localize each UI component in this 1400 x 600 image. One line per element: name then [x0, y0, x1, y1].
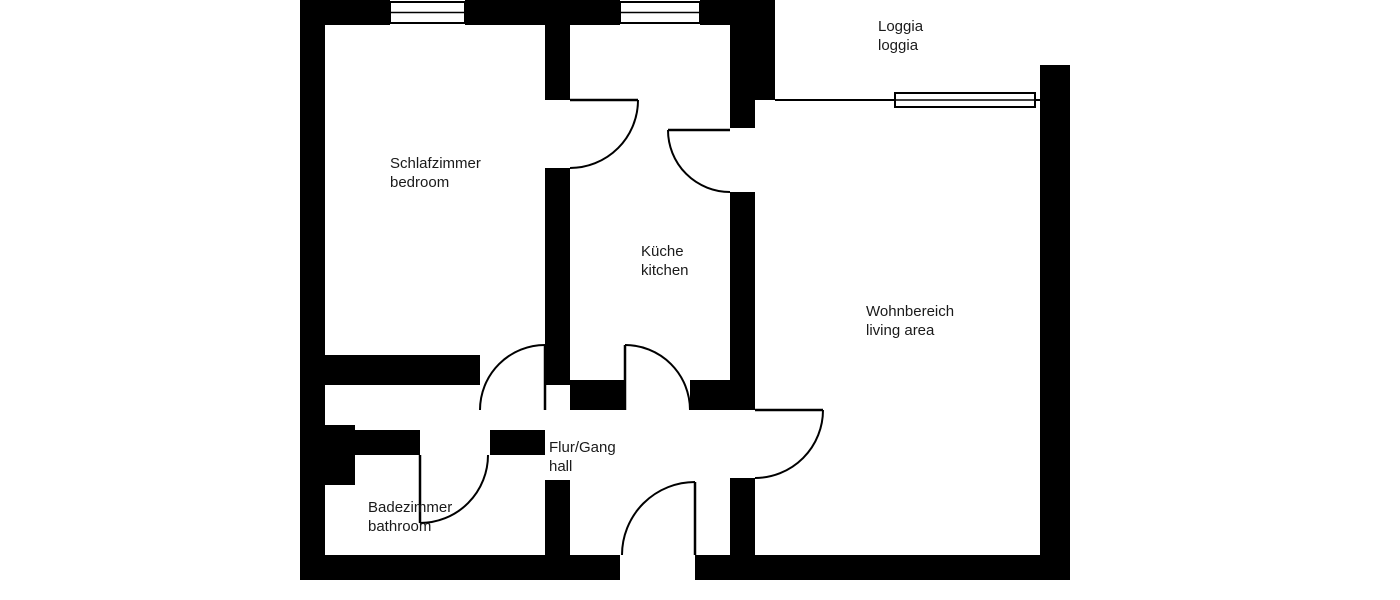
doors	[418, 98, 824, 556]
room-label-bathroom-de: Badezimmer	[368, 499, 453, 516]
top-wall-segment-2	[465, 0, 620, 25]
room-label-loggia-en: loggia	[878, 37, 919, 54]
left-outer-wall	[300, 0, 325, 580]
left-wall-protrusion	[325, 425, 355, 485]
bedroom-kitchen-wall-upper	[545, 25, 570, 100]
bedroom-kitchen-wall-lower	[545, 168, 570, 385]
living-door-arc	[754, 409, 824, 479]
room-label-kitchen: Küche kitchen	[641, 242, 689, 280]
room-label-living-area: Wohnbereich living area	[866, 302, 954, 340]
room-label-bedroom: Schlafzimmer bedroom	[390, 154, 481, 192]
room-label-bedroom-en: bedroom	[390, 174, 450, 191]
room-label-loggia-de: Loggia	[878, 18, 924, 35]
top-wall-segment-3	[700, 0, 755, 25]
right-outer-wall	[1040, 65, 1070, 580]
room-label-living-area-de: Wohnbereich	[866, 303, 955, 320]
bottom-wall-segment-2	[695, 555, 1070, 580]
kitchen-door-arc	[667, 129, 731, 193]
room-label-bedroom-de: Schlafzimmer	[390, 155, 481, 172]
kitchen-living-wall-middle	[730, 192, 755, 410]
bathroom-hall-divider-wall	[545, 480, 570, 555]
bathroom-door-arc	[419, 454, 489, 524]
bedroom-door-arc	[569, 99, 639, 169]
room-label-hall: Flur/Gang hall	[549, 438, 616, 476]
hall-top-wall-segment-1	[570, 380, 625, 410]
bedroom-bottom-wall	[300, 355, 480, 385]
bathroom-top-wall-segment-2	[490, 430, 545, 455]
kitchen-living-wall-upper	[730, 25, 755, 128]
hall-kitchen-door-arc	[624, 344, 691, 411]
windows	[389, 1, 1040, 108]
room-label-hall-de: Flur/Gang	[549, 439, 616, 456]
room-label-hall-en: hall	[549, 458, 573, 475]
entrance-door-arc	[621, 481, 696, 556]
bathroom-top-wall-segment-1	[355, 430, 420, 455]
walls	[300, 0, 1070, 580]
bottom-wall-segment-1	[300, 555, 620, 580]
room-label-kitchen-de: Küche	[641, 243, 684, 260]
kitchen-living-wall-lower	[730, 478, 755, 555]
room-label-bathroom-en: bathroom	[368, 518, 432, 535]
hall-bedroom-door-arc	[479, 344, 546, 411]
room-label-kitchen-en: kitchen	[641, 262, 689, 279]
loggia-divider-wall	[755, 0, 775, 100]
room-label-bathroom: Badezimmer bathroom	[368, 498, 452, 536]
hall-top-wall-segment-2	[690, 380, 730, 410]
top-wall-segment-1	[300, 0, 390, 25]
room-label-living-area-en: living area	[866, 322, 935, 339]
room-label-loggia: Loggia loggia	[878, 17, 923, 55]
